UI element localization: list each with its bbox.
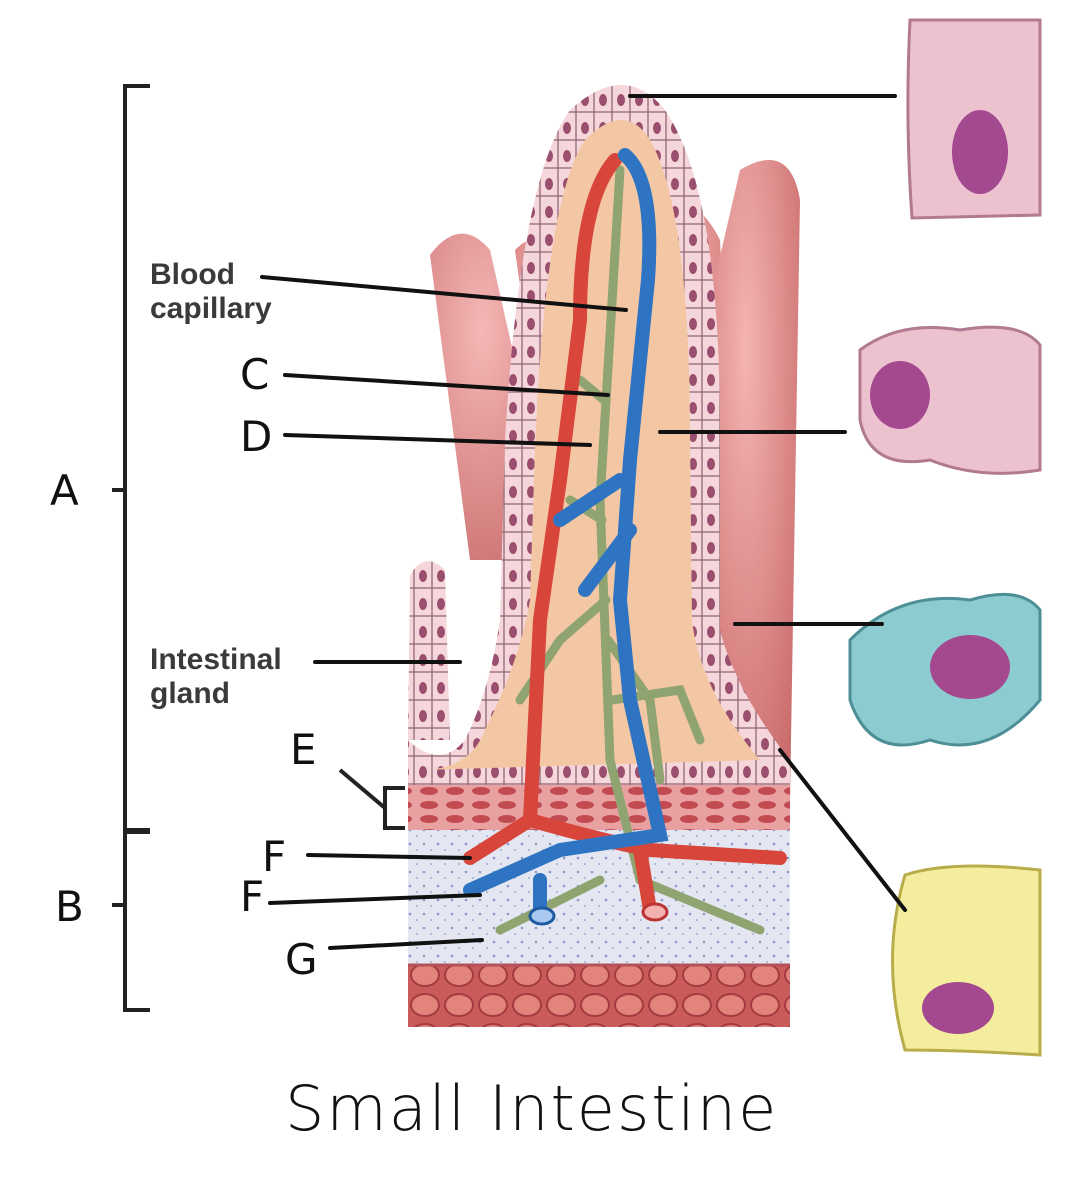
absorptive-cell: [906, 18, 1042, 220]
gland-wall: [408, 561, 450, 740]
leader-D: [283, 433, 592, 447]
goblet-cell-closeup: [858, 325, 1042, 475]
leader-enteroendocrine-cell: [778, 748, 907, 912]
leader-blood-capillary: [260, 275, 628, 312]
label-E: E: [290, 725, 317, 774]
leader-lines: [260, 94, 907, 950]
label-D: D: [240, 412, 273, 461]
label-blood-capillary: Blood capillary: [150, 258, 272, 326]
label-F2: F: [240, 872, 265, 921]
label-F1: F: [262, 832, 287, 881]
label-B: B: [55, 882, 84, 931]
leader-C: [283, 373, 610, 397]
label-G: G: [285, 935, 318, 984]
bracket-A: [112, 84, 150, 834]
muscularis-mucosae: [408, 780, 790, 830]
tissue-layers: [408, 780, 790, 1027]
enteroendocrine-cell-closeup: [891, 864, 1042, 1057]
label-intestinal-gland-line1: Intestinal: [150, 643, 282, 676]
venule: [463, 148, 669, 922]
paneth-cell-closeup: [848, 592, 1042, 747]
leader-G: [328, 938, 484, 950]
leader-F1: [306, 853, 472, 860]
bracket-E: [338, 768, 405, 830]
diagram-title: Small Intestine: [285, 1072, 779, 1145]
bracket-B: [112, 828, 150, 1012]
leader-F2: [268, 893, 482, 905]
label-A: A: [50, 466, 79, 515]
muscularis-layer: [408, 965, 790, 1027]
label-intestinal-gland: Intestinal gland: [150, 643, 282, 711]
label-C: C: [240, 350, 270, 399]
label-blood-capillary-line2: capillary: [150, 292, 272, 325]
label-intestinal-gland-line2: gland: [150, 677, 230, 710]
label-blood-capillary-line1: Blood: [150, 258, 235, 291]
